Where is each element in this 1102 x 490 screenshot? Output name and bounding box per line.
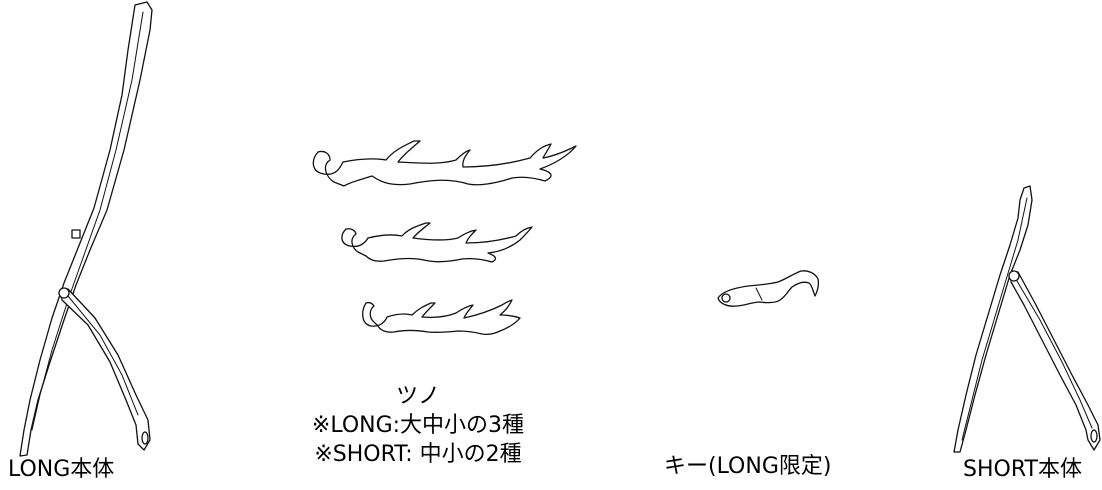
key-inner-line: [755, 287, 763, 301]
horn-medium: [341, 222, 533, 263]
long-body-leg: [59, 288, 151, 451]
horn-note-short: ※SHORT: 中小の2種: [314, 442, 522, 467]
key-hole: [721, 293, 731, 303]
short-body-inner-line: [961, 197, 1028, 441]
long-body-inner-line: [31, 11, 144, 431]
horn-title: ツノ: [395, 384, 440, 409]
horn-small: [362, 299, 521, 336]
short-body-label: SHORT本体: [963, 457, 1082, 482]
key-shape: [717, 270, 820, 307]
short-body-foot-hole: [1090, 429, 1098, 443]
key-drawing: [717, 270, 820, 307]
short-body-hinge: [1008, 270, 1020, 282]
key-label: キー(LONG限定): [664, 454, 832, 479]
short-body-main-arm: [953, 185, 1033, 453]
short-body-leg: [1010, 270, 1101, 451]
long-body-drawing: [19, 1, 153, 457]
long-body-main-arm: [19, 1, 153, 457]
long-body-label: LONG本体: [8, 457, 115, 482]
horn-caption: ツノ ※LONG:大中小の3種 ※SHORT: 中小の2種: [268, 382, 568, 469]
long-body-leg-inner: [67, 295, 139, 416]
long-body-hinge: [58, 287, 70, 299]
horn-large: [312, 140, 577, 187]
horn-note-long: ※LONG:大中小の3種: [311, 413, 525, 438]
horn-medium-shape: [341, 222, 533, 263]
long-body-joint: [71, 229, 81, 239]
long-body-foot-hole: [141, 431, 149, 445]
short-body-leg-inner: [1016, 280, 1093, 429]
horn-small-shape: [362, 299, 521, 336]
short-body-drawing: [953, 185, 1101, 453]
horn-large-shape: [312, 140, 577, 187]
